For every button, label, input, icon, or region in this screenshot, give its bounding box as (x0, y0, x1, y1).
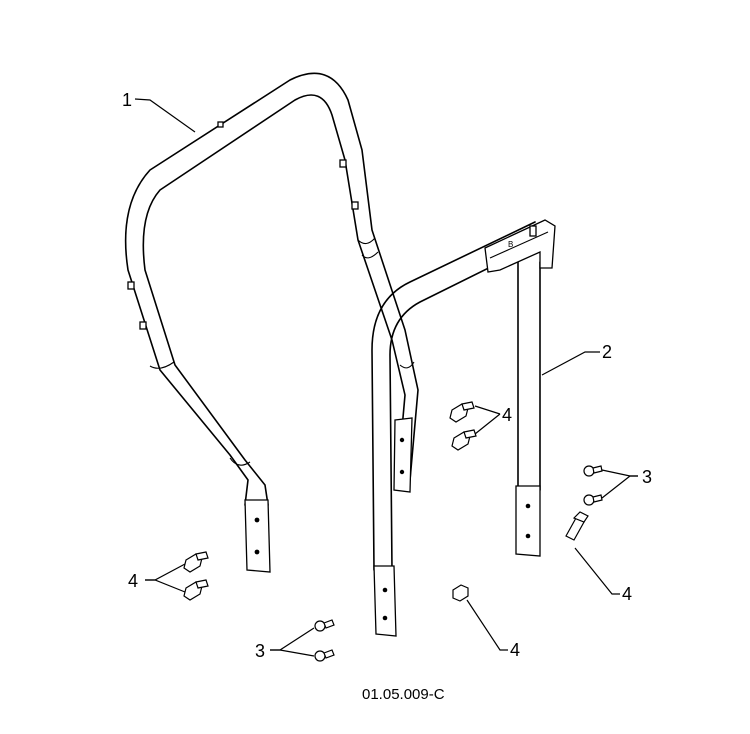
roll-bar-support: B (371, 219, 556, 637)
flange-screw (183, 551, 209, 573)
callout-3: 3 (255, 641, 265, 661)
callouts: 1 2 4 3 4 4 4 3 (122, 90, 652, 661)
callout-2: 2 (602, 342, 612, 362)
flange-screw (183, 579, 209, 601)
leader-lines (134, 98, 638, 657)
callout-3: 3 (642, 467, 652, 487)
flange-screw (314, 649, 335, 662)
callout-4: 4 (502, 405, 512, 425)
flange-screw (583, 465, 603, 477)
flange-screw (451, 429, 477, 451)
bolt (452, 584, 469, 602)
callout-1: 1 (122, 90, 132, 110)
callout-4: 4 (128, 571, 138, 591)
callout-4: 4 (622, 584, 632, 604)
bolt (565, 511, 589, 541)
fasteners (183, 401, 603, 662)
figure-reference: 01.05.009-C (362, 686, 445, 703)
callout-4: 4 (510, 640, 520, 660)
flange-screw (449, 401, 475, 423)
flange-screw (583, 494, 603, 506)
roll-bar-frame (124, 72, 419, 573)
svg-text:B: B (508, 240, 513, 249)
flange-screw (314, 619, 335, 632)
